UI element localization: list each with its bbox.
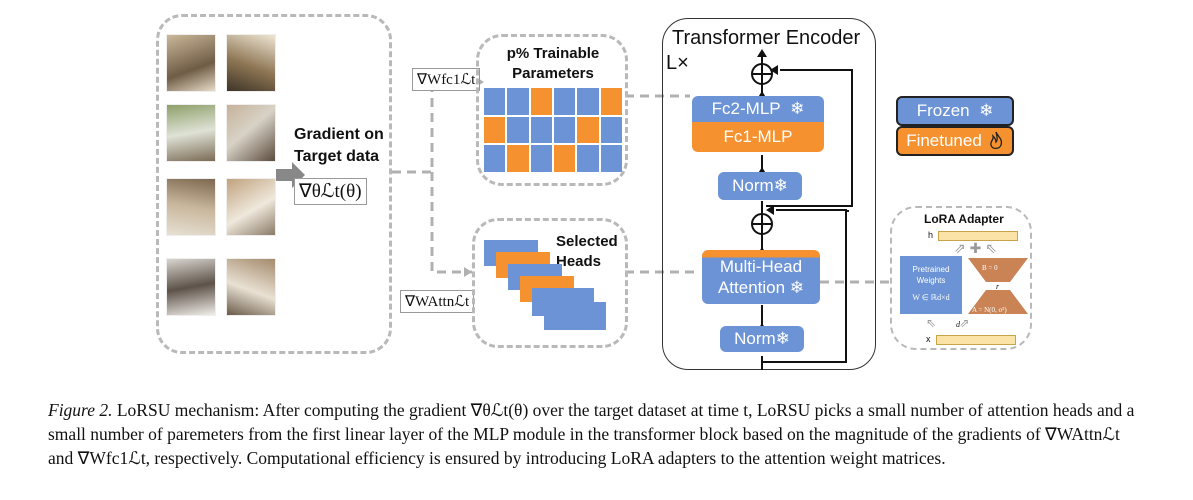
param-cell (600, 116, 622, 144)
param-cell (507, 116, 529, 144)
lora-pretrained-line1: Pretrained (912, 265, 950, 274)
param-cell (577, 145, 599, 172)
legend-finetuned: Finetuned (896, 126, 1014, 156)
lora-pretrained-formula: W ∈ ℝd×d (912, 293, 950, 302)
lora-pretrained-block: Pretrained Weights W ∈ ℝd×d (900, 256, 962, 314)
norm-bottom-snowflake-icon: ❄ (775, 329, 790, 348)
target-image-3 (166, 104, 216, 162)
fc2-snowflake-icon: ❄ (790, 99, 805, 118)
norm-top-block: Norm❄ (718, 172, 802, 200)
lora-matrices (968, 258, 1028, 314)
lora-d-label: d (956, 320, 960, 329)
target-image-5 (166, 178, 216, 236)
lora-down-arrows-icon: ⇖ ⇗ (926, 316, 970, 330)
gradient-formula: ∇θℒt(θ) (294, 178, 367, 205)
grad-fc1-label: ∇Wfc1ℒt (412, 68, 481, 91)
target-image-6 (226, 178, 276, 236)
norm-top-label: Norm (732, 176, 774, 195)
encoder-repeat: L× (666, 52, 689, 74)
target-image-1 (166, 34, 216, 92)
target-data-box (156, 14, 392, 354)
flame-icon (990, 131, 1002, 150)
param-cell (507, 88, 529, 115)
legend-snowflake-icon: ❄ (979, 101, 994, 120)
param-cell (530, 145, 552, 172)
param-cell (507, 145, 529, 172)
mha-snowflake-icon: ❄ (789, 278, 805, 297)
mha-block: Multi-Head Attention ❄ (702, 250, 820, 304)
gradient-title: Gradient on Target data (294, 126, 384, 165)
lora-h-label: h (928, 230, 934, 240)
mha-line2: Attention (717, 278, 786, 297)
lora-x-label: x (926, 334, 931, 344)
param-cell (530, 116, 552, 144)
lora-plus-icon: ⇗ ✚ ⇖ (954, 240, 997, 256)
fc2-mlp-block: Fc2-MLP ❄ (692, 96, 824, 122)
param-cell (577, 116, 599, 144)
lora-r-label: r (996, 282, 1000, 291)
caption-label: Figure 2. (48, 400, 113, 420)
mha-line1: Multi-Head (719, 257, 803, 276)
fc1-mlp-block: Fc1-MLP (692, 122, 824, 152)
param-cell (577, 88, 599, 115)
caption-text: LoRSU mechanism: After computing the gra… (48, 400, 1135, 468)
lora-b-label: B = 0 (982, 264, 998, 272)
param-cell (484, 116, 506, 144)
legend-frozen-label: Frozen (916, 101, 970, 120)
lora-x-bar (936, 335, 1016, 345)
param-cell (530, 88, 552, 115)
lora-adapter-box (890, 206, 1032, 350)
fc2-mlp-label: Fc2-MLP (711, 99, 781, 118)
lora-h-bar (938, 231, 1018, 241)
encoder-title: Transformer Encoder (672, 27, 861, 49)
target-image-8 (226, 258, 276, 316)
param-cell (484, 88, 506, 115)
trainable-grid (484, 88, 622, 172)
figure-caption: Figure 2. LoRSU mechanism: After computi… (48, 398, 1148, 470)
norm-bottom-label: Norm (734, 329, 776, 348)
param-cell (554, 116, 576, 144)
encoder-flow (751, 49, 853, 370)
selected-heads-box (472, 218, 628, 348)
legend-frozen: Frozen ❄ (896, 96, 1014, 126)
target-image-7 (166, 258, 216, 316)
param-cell (484, 145, 506, 172)
fc1-mlp-label: Fc1-MLP (723, 127, 793, 146)
trainable-params-box (476, 34, 628, 186)
param-cell (600, 145, 622, 172)
transformer-encoder-box (662, 18, 876, 370)
norm-top-snowflake-icon: ❄ (773, 176, 788, 195)
head-6 (544, 302, 606, 330)
lora-title: LoRA Adapter (924, 212, 1004, 226)
legend-finetuned-label: Finetuned (906, 131, 982, 150)
target-image-2 (226, 34, 276, 92)
trainable-params-title: p% Trainable Parameters (506, 45, 600, 82)
param-cell (554, 145, 576, 172)
selected-heads-title: Selected Heads (556, 233, 618, 270)
grad-attn-label: ∇WAttnℒt (400, 290, 475, 313)
lora-a-label: A = N(0, σ²) (972, 306, 1007, 314)
lora-pretrained-line2: Weights (916, 276, 946, 285)
norm-bottom-block: Norm❄ (720, 326, 804, 352)
param-cell (600, 88, 622, 115)
param-cell (554, 88, 576, 115)
target-image-4 (226, 104, 276, 162)
